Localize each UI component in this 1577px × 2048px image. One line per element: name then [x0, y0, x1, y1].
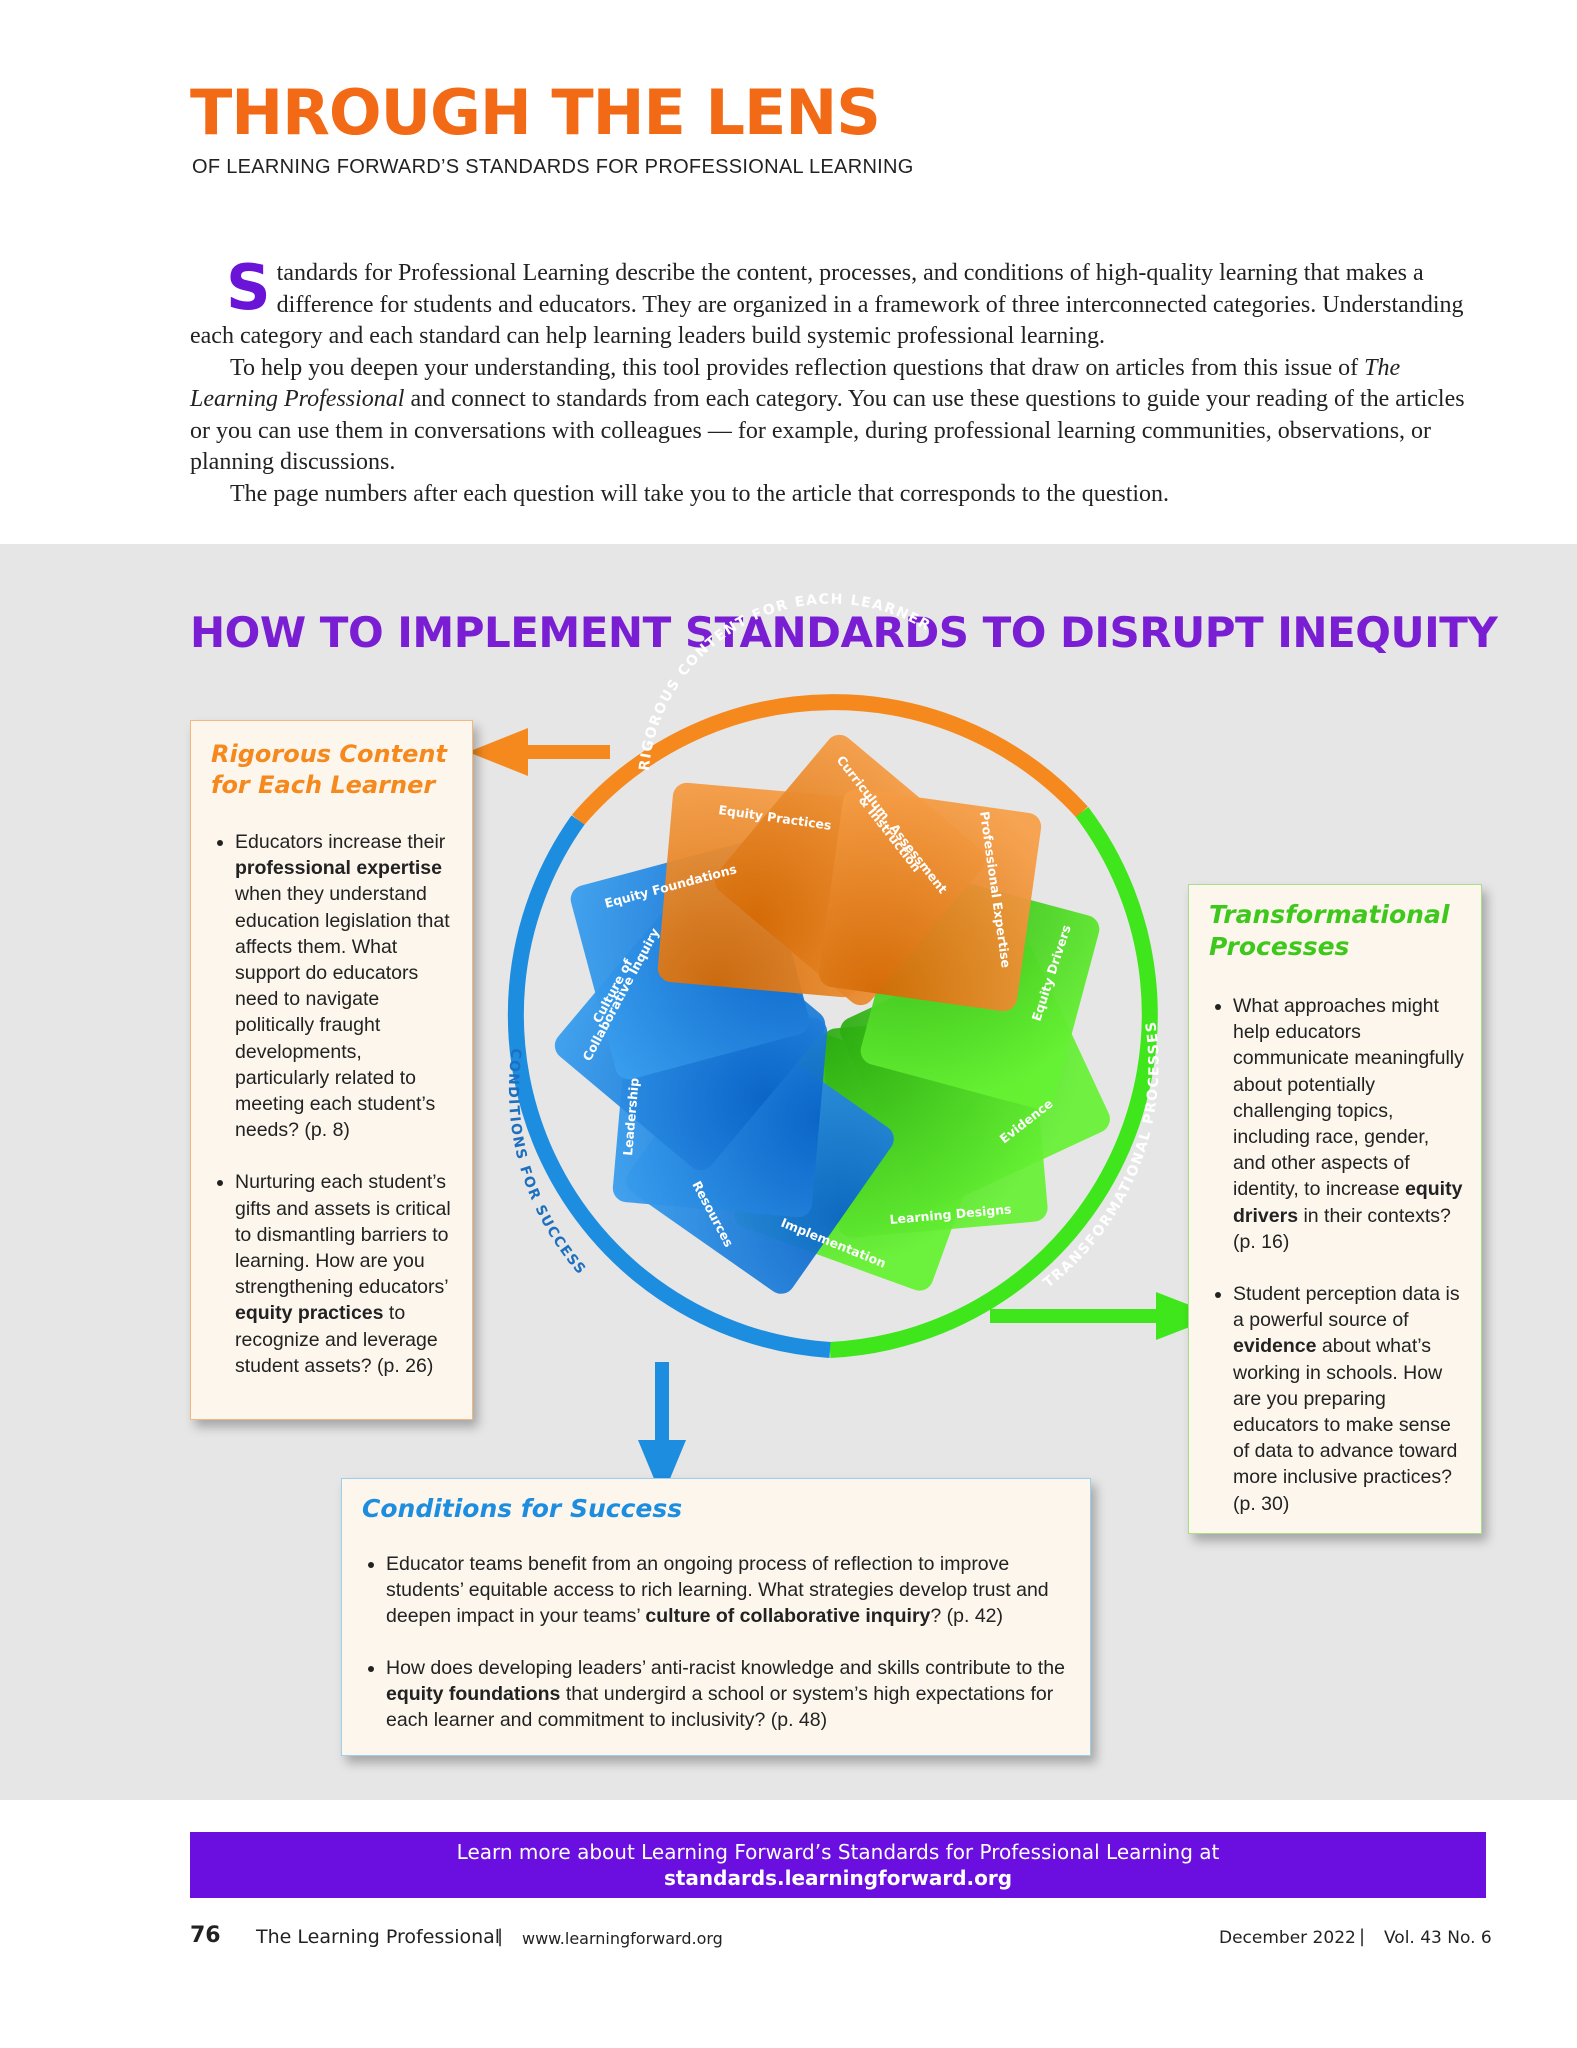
- rigorous-content-list: Educators increase their professional ex…: [211, 829, 456, 1379]
- page-title: THROUGH THE LENS: [190, 76, 881, 149]
- list-item: Educators increase their professional ex…: [235, 829, 456, 1143]
- publication-name: The Learning Professional: [256, 1926, 501, 1948]
- intro-paragraph-3: The page numbers after each question wil…: [230, 480, 1170, 507]
- publication-title: The Learning Professional: [190, 354, 1401, 413]
- list-item: Educator teams benefit from an ongoing p…: [386, 1551, 1070, 1629]
- list-item: How does developing leaders’ anti-racist…: [386, 1655, 1070, 1733]
- conditions-for-success-list: Educator teams benefit from an ongoing p…: [362, 1551, 1070, 1733]
- issue-date: December 2022: [1219, 1928, 1356, 1948]
- learn-more-banner: Learn more about Learning Forward’s Stan…: [190, 1832, 1486, 1898]
- conditions-for-success-card: Conditions for Success Educator teams be…: [341, 1478, 1091, 1756]
- intro-paragraph-2: To help you deepen your understanding, t…: [190, 354, 1465, 476]
- standards-link[interactable]: standards.learningforward.org: [663, 1866, 1013, 1890]
- list-item: What approaches might help educators com…: [1233, 993, 1467, 1255]
- page-subtitle: OF LEARNING FORWARD’S STANDARDS FOR PROF…: [192, 156, 914, 178]
- page-number: 76: [190, 1923, 221, 1948]
- footer-separator: |: [1359, 1926, 1366, 1947]
- list-item: Nurturing each student’s gifts and asset…: [235, 1169, 456, 1379]
- issue-volume: Vol. 43 No. 6: [1384, 1928, 1492, 1948]
- drop-cap: S: [226, 251, 271, 324]
- conditions-for-success-title: Conditions for Success: [362, 1494, 683, 1523]
- banner-text: Learn more about Learning Forward’s Stan…: [456, 1840, 1220, 1864]
- transformational-processes-list: What approaches might help educators com…: [1209, 993, 1467, 1517]
- footer-separator: |: [497, 1926, 504, 1947]
- list-item: Student perception data is a powerful so…: [1233, 1281, 1467, 1517]
- website-link[interactable]: www.learningforward.org: [522, 1929, 723, 1948]
- section-title: HOW TO IMPLEMENT STANDARDS TO DISRUPT IN…: [190, 608, 1498, 657]
